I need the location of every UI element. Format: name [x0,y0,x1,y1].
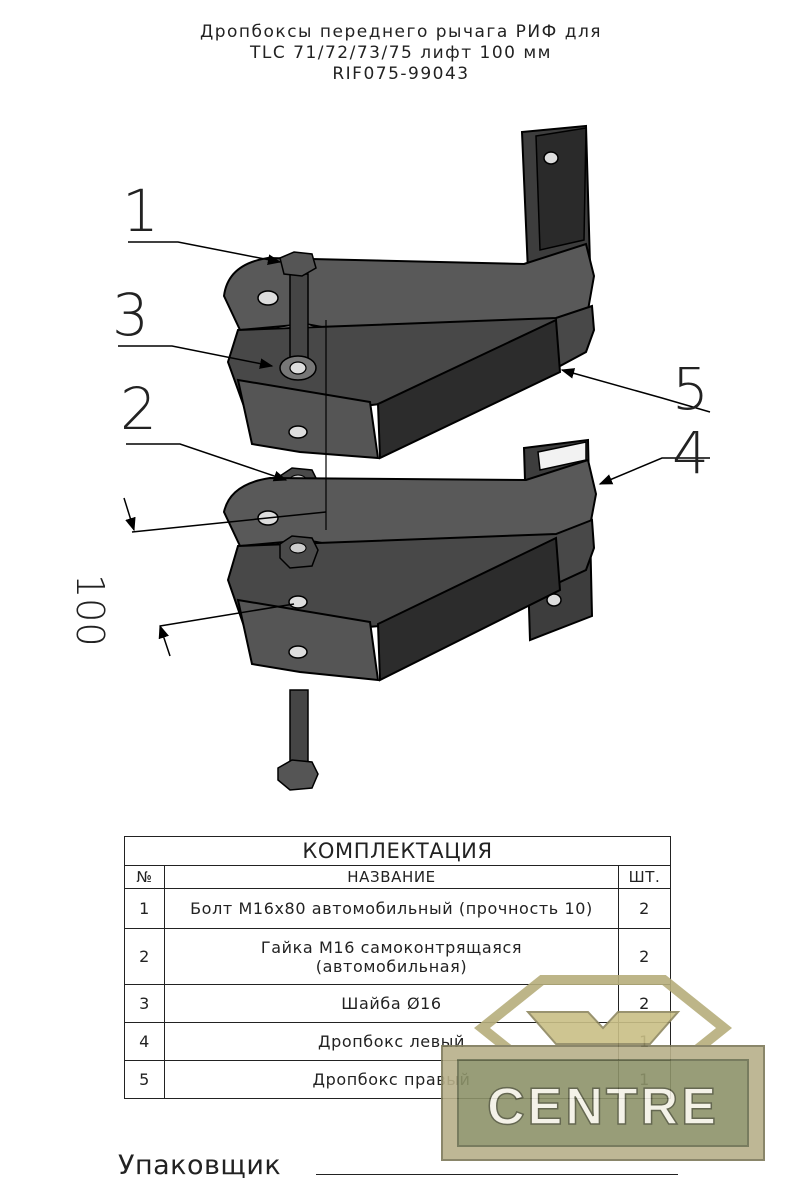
row-number: 5 [124,1060,165,1099]
assembly-drawing [118,124,711,791]
table-row: 1 Болт М16х80 автомобильный (прочность 1… [124,888,672,929]
logo-text: CENTRE [487,1078,719,1136]
title-line-1: Дропбоксы переднего рычага РИФ для [199,22,603,42]
col-header-name: НАЗВАНИЕ [164,865,619,889]
bolt-top [279,251,317,381]
dimension-label: 100 [68,574,112,647]
callout-5: 5 [672,355,709,423]
col-header-qty: ШТ. [617,865,672,889]
callout-2: 2 [120,375,157,443]
packer-signature-line [316,1174,678,1175]
row-number: 4 [124,1022,165,1061]
upper-dropbox [222,242,596,460]
packer-label: Упаковщик [118,1150,282,1181]
callout-4: 4 [672,419,709,487]
nut-lower [279,535,319,569]
upper-bracket [520,124,592,274]
callout-1: 1 [122,177,159,245]
row-number: 1 [124,888,165,929]
col-header-number: № [124,865,165,889]
title-line-2: TLC 71/72/73/75 лифт 100 мм [250,43,552,63]
centre-logo-watermark: CENTRE [441,975,765,1161]
leader-lines [118,241,711,657]
lower-dropbox [222,458,598,682]
row-name: Болт М16х80 автомобильный (прочность 10) [164,888,619,929]
callout-3: 3 [112,281,149,349]
row-qty: 2 [617,888,672,929]
row-number: 2 [124,928,165,985]
row-number: 3 [124,984,165,1023]
table-caption: КОМПЛЕКТАЦИЯ [123,836,672,866]
part-number: RIF075-99043 [332,64,470,84]
bolt-lower [277,689,319,791]
